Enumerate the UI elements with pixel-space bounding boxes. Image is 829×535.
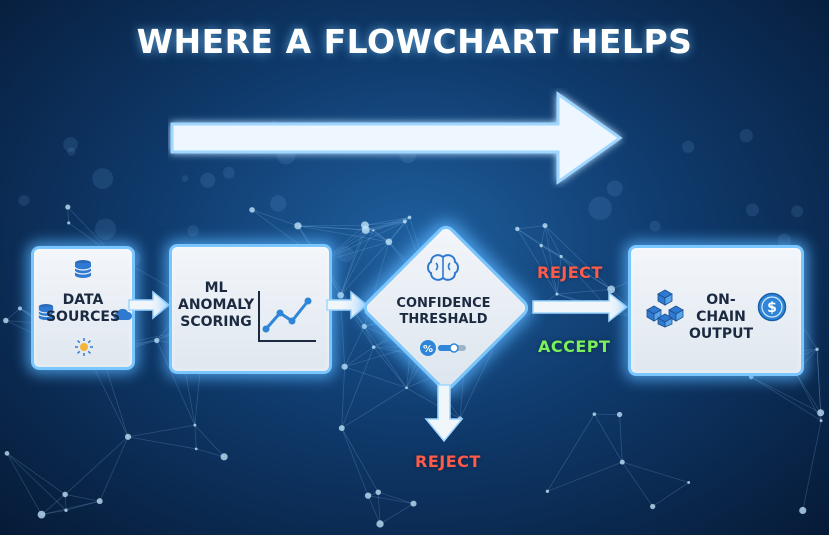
reject-label-right: REJECT bbox=[537, 263, 603, 282]
accept-arrow bbox=[532, 291, 629, 323]
threshold-label-line2: THRESHALD bbox=[399, 312, 488, 327]
threshold-label: CONFIDENCE THRESHALD bbox=[380, 296, 507, 328]
reject-arrow-down bbox=[424, 384, 464, 443]
line-chart-icon bbox=[258, 291, 316, 342]
data-sources-label-line2: SOURCES bbox=[45, 309, 121, 325]
percent-slider-icon: % bbox=[420, 340, 466, 356]
ml-label-line1: ML bbox=[204, 280, 228, 296]
flow-direction-arrow bbox=[170, 91, 623, 185]
sun-icon bbox=[75, 338, 93, 356]
database-icon bbox=[74, 260, 92, 278]
on-chain-output-node: ON-CHAIN OUTPUT $ bbox=[628, 245, 804, 376]
dollar-coin-icon: $ bbox=[757, 292, 787, 322]
data-sources-label-line1: DATA bbox=[62, 292, 104, 308]
output-label-line2: OUTPUT bbox=[689, 326, 753, 342]
reject-label-bottom: REJECT bbox=[415, 452, 481, 471]
database-icon bbox=[38, 304, 54, 320]
accept-label: ACCEPT bbox=[538, 337, 611, 356]
connector-arrow bbox=[128, 290, 171, 320]
ml-anomaly-scoring-node: ML ANOMALY SCORING bbox=[169, 244, 332, 374]
brain-icon bbox=[427, 254, 459, 281]
cloud-icon bbox=[113, 308, 132, 320]
blockchain-cubes-icon bbox=[646, 289, 684, 328]
ml-label-line3: SCORING bbox=[180, 314, 252, 330]
threshold-label-line1: CONFIDENCE bbox=[396, 296, 491, 311]
connector-arrow bbox=[326, 290, 369, 320]
page-title: WHERE A FLOWCHART HELPS bbox=[136, 22, 693, 61]
data-sources-node: DATA SOURCES bbox=[31, 246, 135, 370]
ml-label-line2: ANOMALY bbox=[178, 297, 255, 313]
svg-text:$: $ bbox=[767, 300, 777, 316]
svg-text:%: % bbox=[423, 344, 433, 355]
output-label-line1: ON-CHAIN bbox=[696, 292, 746, 325]
